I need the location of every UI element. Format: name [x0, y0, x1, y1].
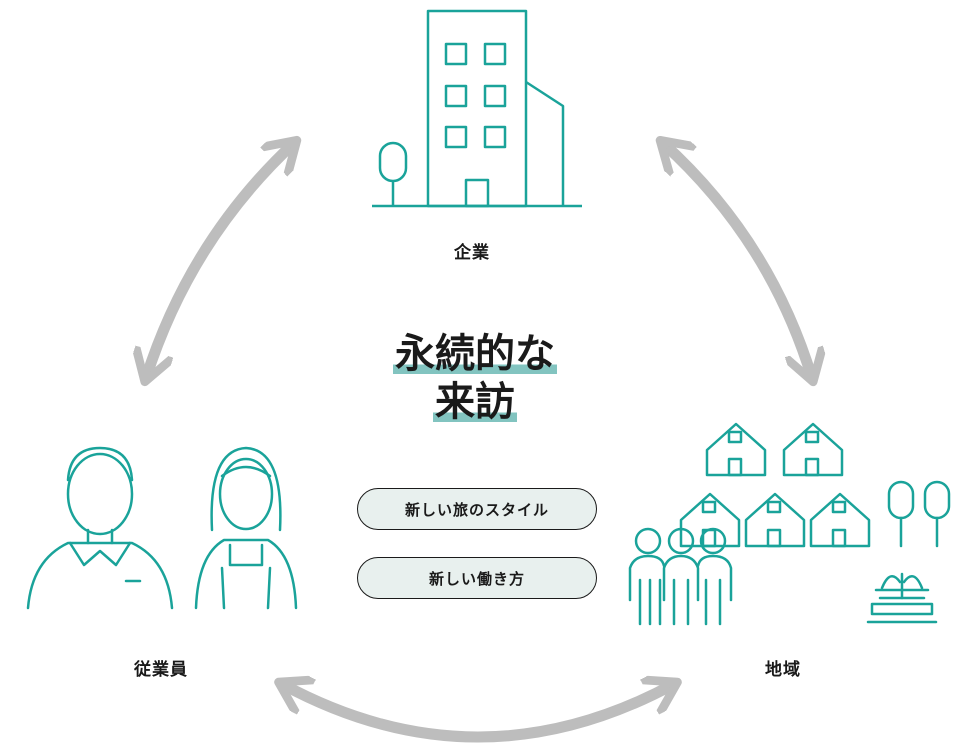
employees-label: 従業員 [134, 660, 188, 680]
office-building-icon [372, 9, 582, 208]
community-town-icon [628, 422, 951, 626]
arrow-employees-community [282, 684, 674, 743]
title-line-1: 永続的な [393, 330, 557, 378]
employees-icon [26, 446, 298, 610]
community-label: 地域 [765, 660, 801, 680]
title-line-2: 来訪 [433, 378, 517, 426]
tag-new-work-style: 新しい働き方 [357, 557, 597, 599]
arrow-company-community [663, 143, 812, 378]
tag-new-travel-style: 新しい旅のスタイル [357, 488, 597, 530]
center-title: 永続的な 来訪 [380, 330, 570, 426]
company-label: 企業 [454, 243, 490, 263]
arrow-company-employees [146, 143, 294, 378]
